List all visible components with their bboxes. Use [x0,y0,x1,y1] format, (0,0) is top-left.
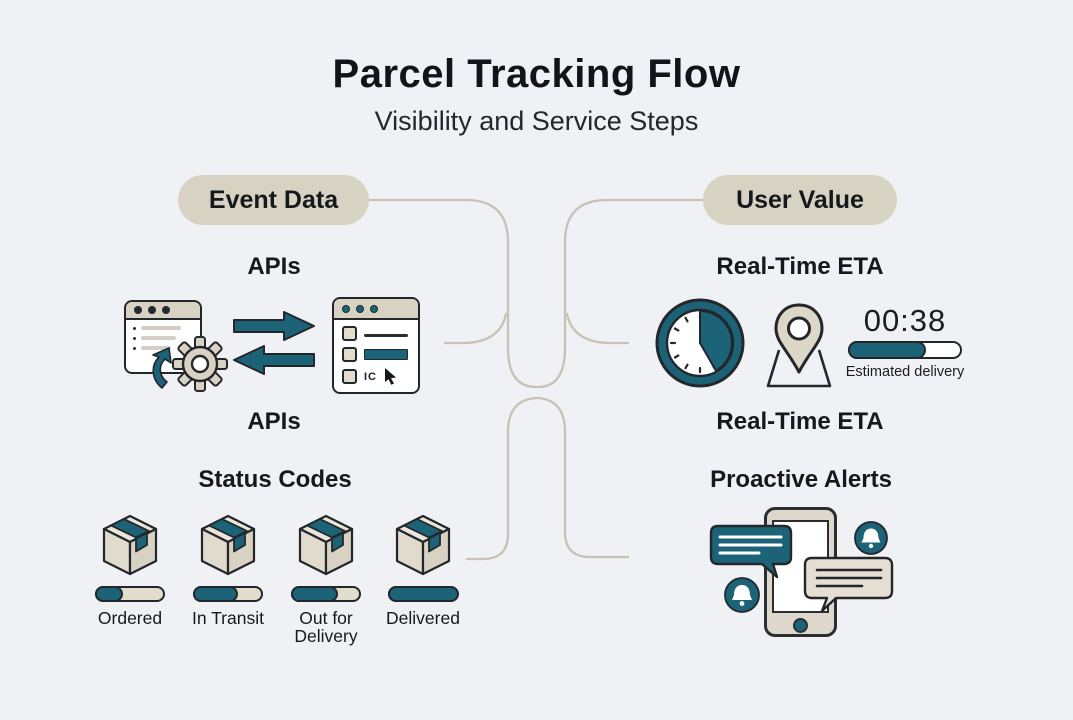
connector-right-stub [565,312,630,345]
checklist-text: IC [364,370,377,383]
notification-bell-icon [724,577,760,613]
user-value-badge-label: User Value [736,185,864,214]
real-time-eta-label-bottom: Real-Time ETA [716,408,884,435]
checklist-window-titlebar [334,299,418,320]
status-label: Delivered [386,608,460,628]
status-progress-bar [290,585,361,602]
status-item: Delivered [378,514,468,627]
status-progress-fill [94,585,123,602]
cursor-icon [385,368,396,385]
browser-window-titlebar [126,302,200,320]
window-dot-icon [342,304,350,313]
sync-arrow-icon [152,347,172,389]
checklist-row [342,326,418,341]
window-dot-icon [370,304,378,313]
event-data-badge-label: Event Data [208,185,339,214]
connector-left-stub [443,312,508,345]
text-lines [364,330,408,337]
user-value-badge: User Value [703,175,897,225]
parcel-box-icon [102,514,158,576]
parcel-box-icon [395,514,451,576]
status-label: In Transit [192,608,264,628]
checkbox-icon [342,347,357,362]
real-time-eta-label-top: Real-Time ETA [716,253,884,280]
gear-icon [172,336,228,392]
status-progress-fill [290,585,339,602]
parcel-box-icon [298,514,354,576]
notification-bell-icon [854,521,888,555]
chat-bubble-icon [709,524,793,579]
timer-value: 00:38 [863,303,947,338]
timer-progress-fill [847,340,927,359]
parcel-box-icon [200,514,256,576]
checklist-row: IC [342,368,418,385]
checkbox-icon [342,326,357,341]
status-progress-bar [192,585,263,602]
window-dot-icon [148,306,156,314]
status-progress-fill [192,585,239,602]
proactive-alerts-heading: Proactive Alerts [710,466,892,493]
clock-icon [655,298,745,388]
event-data-badge: Event Data [178,175,369,225]
status-label: Out for Delivery [294,608,358,647]
window-dot-icon [134,306,142,314]
status-label: Ordered [97,608,163,628]
status-progress-fill [387,585,459,602]
status-progress-bar [387,585,459,602]
window-dot-icon [356,304,364,313]
transfer-arrows-icon [233,311,315,375]
chat-bubble-icon [803,556,894,613]
timer-caption: Estimated delivery [845,364,965,380]
location-pin-icon [766,303,832,388]
list-item [133,326,200,330]
status-item: Out for Delivery [281,514,371,646]
apis-label-bottom: APIs [247,408,301,435]
status-item: Ordered [85,514,175,627]
checkbox-icon [342,369,357,384]
apis-label-top: APIs [247,253,301,280]
checklist-row [342,347,418,362]
list-item [133,336,200,340]
page-title: Parcel Tracking Flow [332,52,741,96]
page-subtitle: Visibility and Service Steps [374,106,699,136]
status-progress-bar [94,585,165,602]
highlighted-bar [364,349,408,360]
window-dot-icon [162,306,170,314]
status-codes-heading: Status Codes [198,466,352,493]
smartphone-home-button [793,618,808,633]
timer-progress-bar [847,340,962,359]
checklist-window-icon: IC [332,297,420,394]
status-row: Ordered In Transit [0,514,1073,654]
status-item: In Transit [183,514,273,627]
list-item [133,346,200,350]
